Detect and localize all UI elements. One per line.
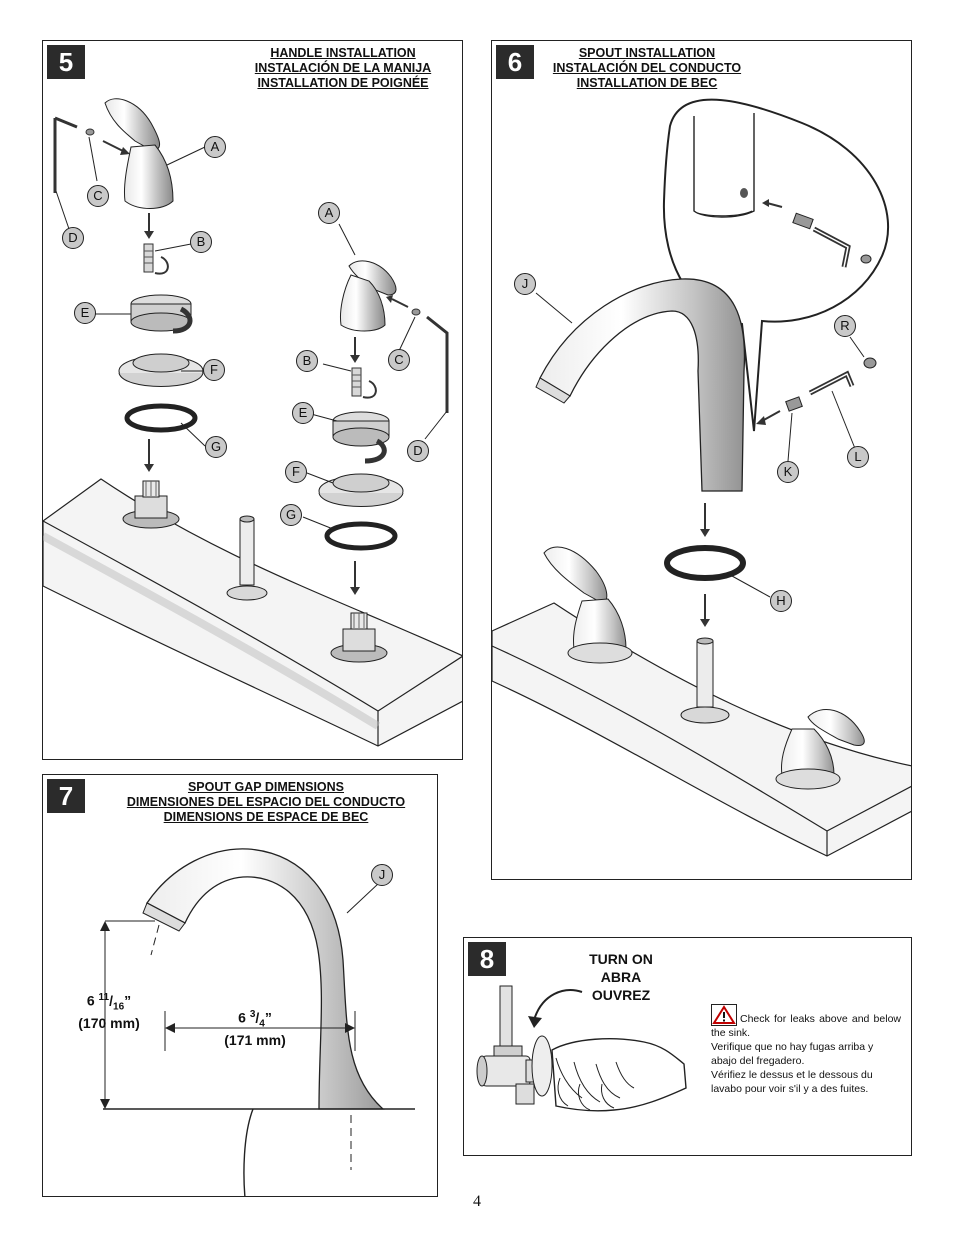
callout-d-left: D <box>62 227 84 249</box>
height-imperial: 6 11/16” <box>86 992 132 1013</box>
step-7-title-en: SPOUT GAP DIMENSIONS <box>187 780 345 794</box>
turn-on-fr: OUVREZ <box>591 987 651 1003</box>
height-whole: 6 <box>86 992 95 1009</box>
step-7-title-es: DIMENSIONES DEL ESPACIO DEL CONDUCTO <box>126 795 406 809</box>
turn-on-en: TURN ON <box>589 951 653 967</box>
step-6-title: SPOUT INSTALLATION INSTALACIÓN DEL CONDU… <box>537 46 757 91</box>
callout-j-step6: J <box>514 273 536 295</box>
step-7-title: SPOUT GAP DIMENSIONS DIMENSIONES DEL ESP… <box>101 780 431 825</box>
spout-gap-illustration <box>100 848 415 1196</box>
callout-r: R <box>834 315 856 337</box>
callout-b-left: B <box>190 231 212 253</box>
step-5-panel: 5 HANDLE INSTALLATION INSTALACIÓN DE LA … <box>42 40 463 760</box>
callout-h: H <box>770 590 792 612</box>
callout-b-right: B <box>296 350 318 372</box>
turn-on-label: TURN ON ABRA OUVREZ <box>576 950 666 1004</box>
handle-installation-illustration <box>43 98 462 747</box>
page-number: 4 <box>473 1193 481 1210</box>
callout-f-left: F <box>203 359 225 381</box>
step-5-title-es: INSTALACIÓN DE LA MANIJA <box>254 61 432 75</box>
callout-j-step7: J <box>371 864 393 886</box>
callout-a-left: A <box>204 136 226 158</box>
reach-denominator: 4 <box>259 1018 265 1030</box>
reach-imperial: 6 3/4” <box>238 1009 272 1030</box>
callout-k: K <box>777 461 799 483</box>
callout-f-right: F <box>285 461 307 483</box>
callout-a-right: A <box>318 202 340 224</box>
step-5-title-en: HANDLE INSTALLATION <box>270 46 416 60</box>
step-8-number: 8 <box>468 942 506 976</box>
step-7-title-fr: DIMENSIONS DE ESPACE DE BEC <box>163 810 369 824</box>
step-7-panel: 7 SPOUT GAP DIMENSIONS DIMENSIONES DEL E… <box>42 774 438 1197</box>
callout-e-left: E <box>74 302 96 324</box>
step-8-panel: 8 TURN ON ABRA OUVREZ Check for <box>463 937 912 1156</box>
note-en: Check for leaks above and below the sink… <box>711 1013 901 1039</box>
spout-installation-illustration <box>492 98 911 857</box>
step-6-panel: 6 SPOUT INSTALLATION INSTALACIÓN DEL CON… <box>491 40 912 880</box>
callout-e-right: E <box>292 402 314 424</box>
leak-check-note: Check for leaks above and below the sink… <box>711 1004 901 1096</box>
warning-triangle-icon <box>711 1004 737 1026</box>
height-metric: (170 mm) <box>78 1015 140 1032</box>
step-5-title: HANDLE INSTALLATION INSTALACIÓN DE LA MA… <box>233 46 453 91</box>
callout-d-right: D <box>407 440 429 462</box>
height-dimension-label: 6 11/16” (170 mm) <box>71 989 147 1032</box>
callout-g-right: G <box>280 504 302 526</box>
reach-metric: (171 mm) <box>224 1032 286 1049</box>
reach-whole: 6 <box>238 1009 246 1026</box>
reach-numerator: 3 <box>249 1009 256 1020</box>
reach-dimension-label: 6 3/4” (171 mm) <box>215 1006 295 1049</box>
height-denominator: 16 <box>113 1001 125 1013</box>
step-6-number: 6 <box>496 45 534 79</box>
height-numerator: 11 <box>98 992 110 1003</box>
turn-on-es: ABRA <box>600 969 642 985</box>
step-5-title-fr: INSTALLATION DE POIGNÉE <box>257 76 429 90</box>
turn-on-supply-illustration <box>476 985 687 1112</box>
callout-c-right: C <box>388 349 410 371</box>
note-es: Verifique que no hay fugas arriba y abaj… <box>711 1041 874 1067</box>
step-5-number: 5 <box>47 45 85 79</box>
callout-l: L <box>847 446 869 468</box>
callout-c-left: C <box>87 185 109 207</box>
step-6-title-es: INSTALACIÓN DEL CONDUCTO <box>552 61 742 75</box>
step-6-title-fr: INSTALLATION DE BEC <box>576 76 718 90</box>
callout-g-left: G <box>205 436 227 458</box>
step-6-title-en: SPOUT INSTALLATION <box>578 46 716 60</box>
note-fr: Vérifiez le dessus et le dessous du lava… <box>711 1069 873 1095</box>
step-7-number: 7 <box>47 779 85 813</box>
